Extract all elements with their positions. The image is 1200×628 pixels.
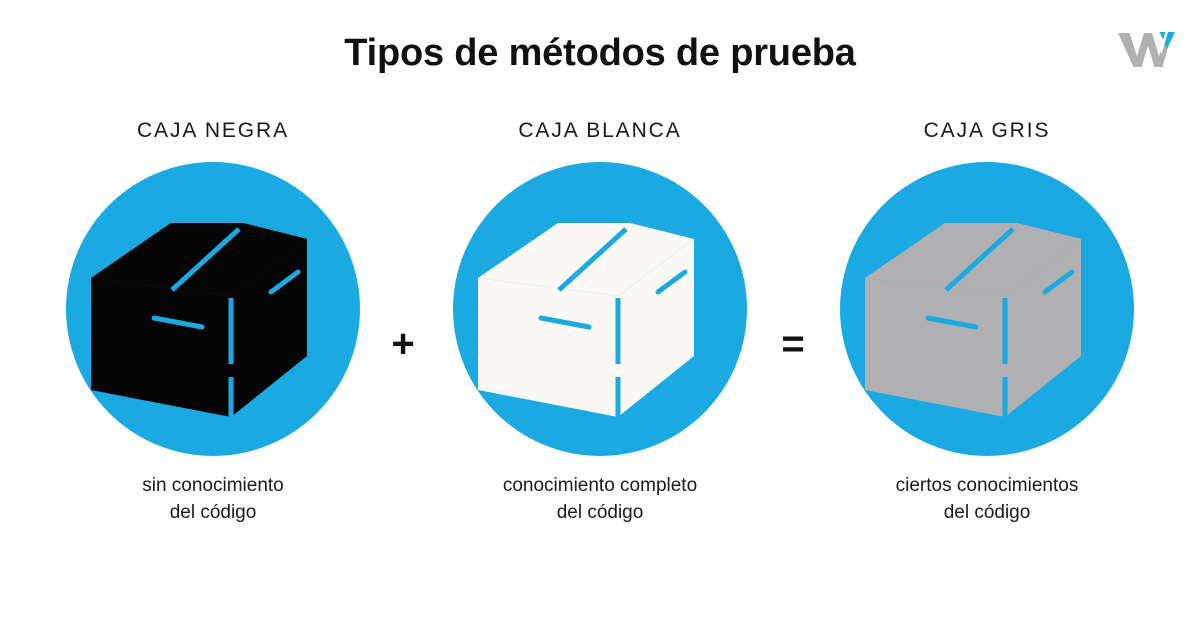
logo-notch [1159,32,1168,54]
w-logo [1116,22,1178,74]
box-illustration-white [435,159,765,459]
caption-line-2: del código [943,501,1031,523]
column-header-caja-negra: CAJA NEGRA [136,119,290,142]
column-header-caja-blanca: CAJA BLANCA [518,119,682,142]
logo-w-glyph [1118,33,1172,67]
carton-box-white [478,223,694,417]
caption-line-1: sin conocimiento [142,475,284,496]
operator-equals: = [781,322,805,366]
column-caption-caja-gris: ciertos conocimientos del código [822,473,1152,527]
box-illustration-black [48,159,378,459]
caption-line-2: del código [169,501,257,523]
column-caja-blanca: CAJA BLANCA co [435,120,765,527]
logo-accent-triangle [1159,32,1175,49]
caption-line-1: ciertos conocimientos [895,475,1079,496]
page-title: Tipos de métodos de prueba [344,32,856,74]
methods-columns: CAJA NEGRA [0,120,1200,590]
caption-line-1: conocimiento completo [502,475,698,496]
column-header-caja-gris: CAJA GRIS [923,119,1051,142]
caption-line-2: del código [556,501,644,523]
box-illustration-gray [822,159,1152,459]
operator-plus: + [391,322,415,366]
carton-box-black [91,223,307,417]
column-caja-negra: CAJA NEGRA [48,120,378,527]
column-caption-caja-blanca: conocimiento completo del código [435,473,765,527]
carton-box-gray [865,223,1081,417]
column-caption-caja-negra: sin conocimiento del código [48,473,378,527]
column-caja-gris: CAJA GRIS cier [822,120,1152,527]
